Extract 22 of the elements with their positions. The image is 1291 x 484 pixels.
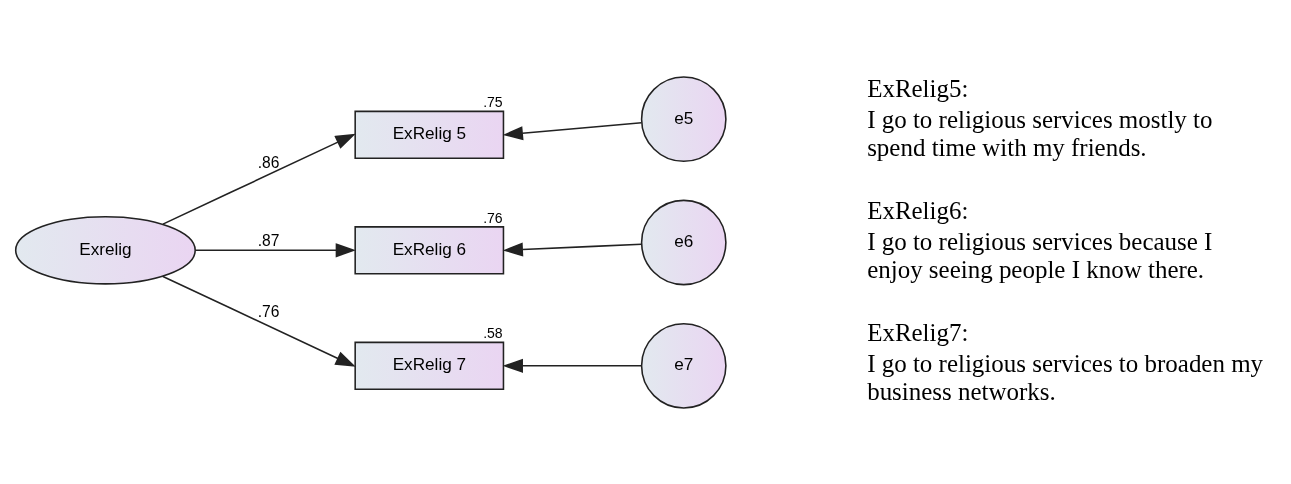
arrow <box>502 358 643 373</box>
node-circle: e7 <box>640 322 727 409</box>
node-circle: e5 <box>640 75 727 162</box>
node-ellipse: Exrelig <box>14 215 196 285</box>
arrow <box>162 275 356 367</box>
node-circle: e6 <box>640 199 727 285</box>
node-label: .58 <box>483 324 503 341</box>
label: ExRelig5: <box>867 74 969 102</box>
label: ExRelig7: <box>867 318 969 346</box>
edge-label: .86 <box>257 153 280 171</box>
edge-label: .76 <box>257 302 280 320</box>
arrow <box>502 241 643 257</box>
node-label: .76 <box>483 209 503 226</box>
label: ExRelig6: <box>867 196 969 224</box>
label: I go to religious services because I enjoy seeing people I know there. <box>867 227 1213 283</box>
arrow <box>162 133 356 225</box>
arrow <box>502 121 643 140</box>
label: I go to religious services mostly to spend time with my friends. <box>867 105 1213 161</box>
node-label: .75 <box>483 93 503 110</box>
edge-label: .87 <box>257 231 280 249</box>
arrow <box>194 242 356 257</box>
label: I go to religious services to broaden my business networks. <box>867 349 1264 405</box>
